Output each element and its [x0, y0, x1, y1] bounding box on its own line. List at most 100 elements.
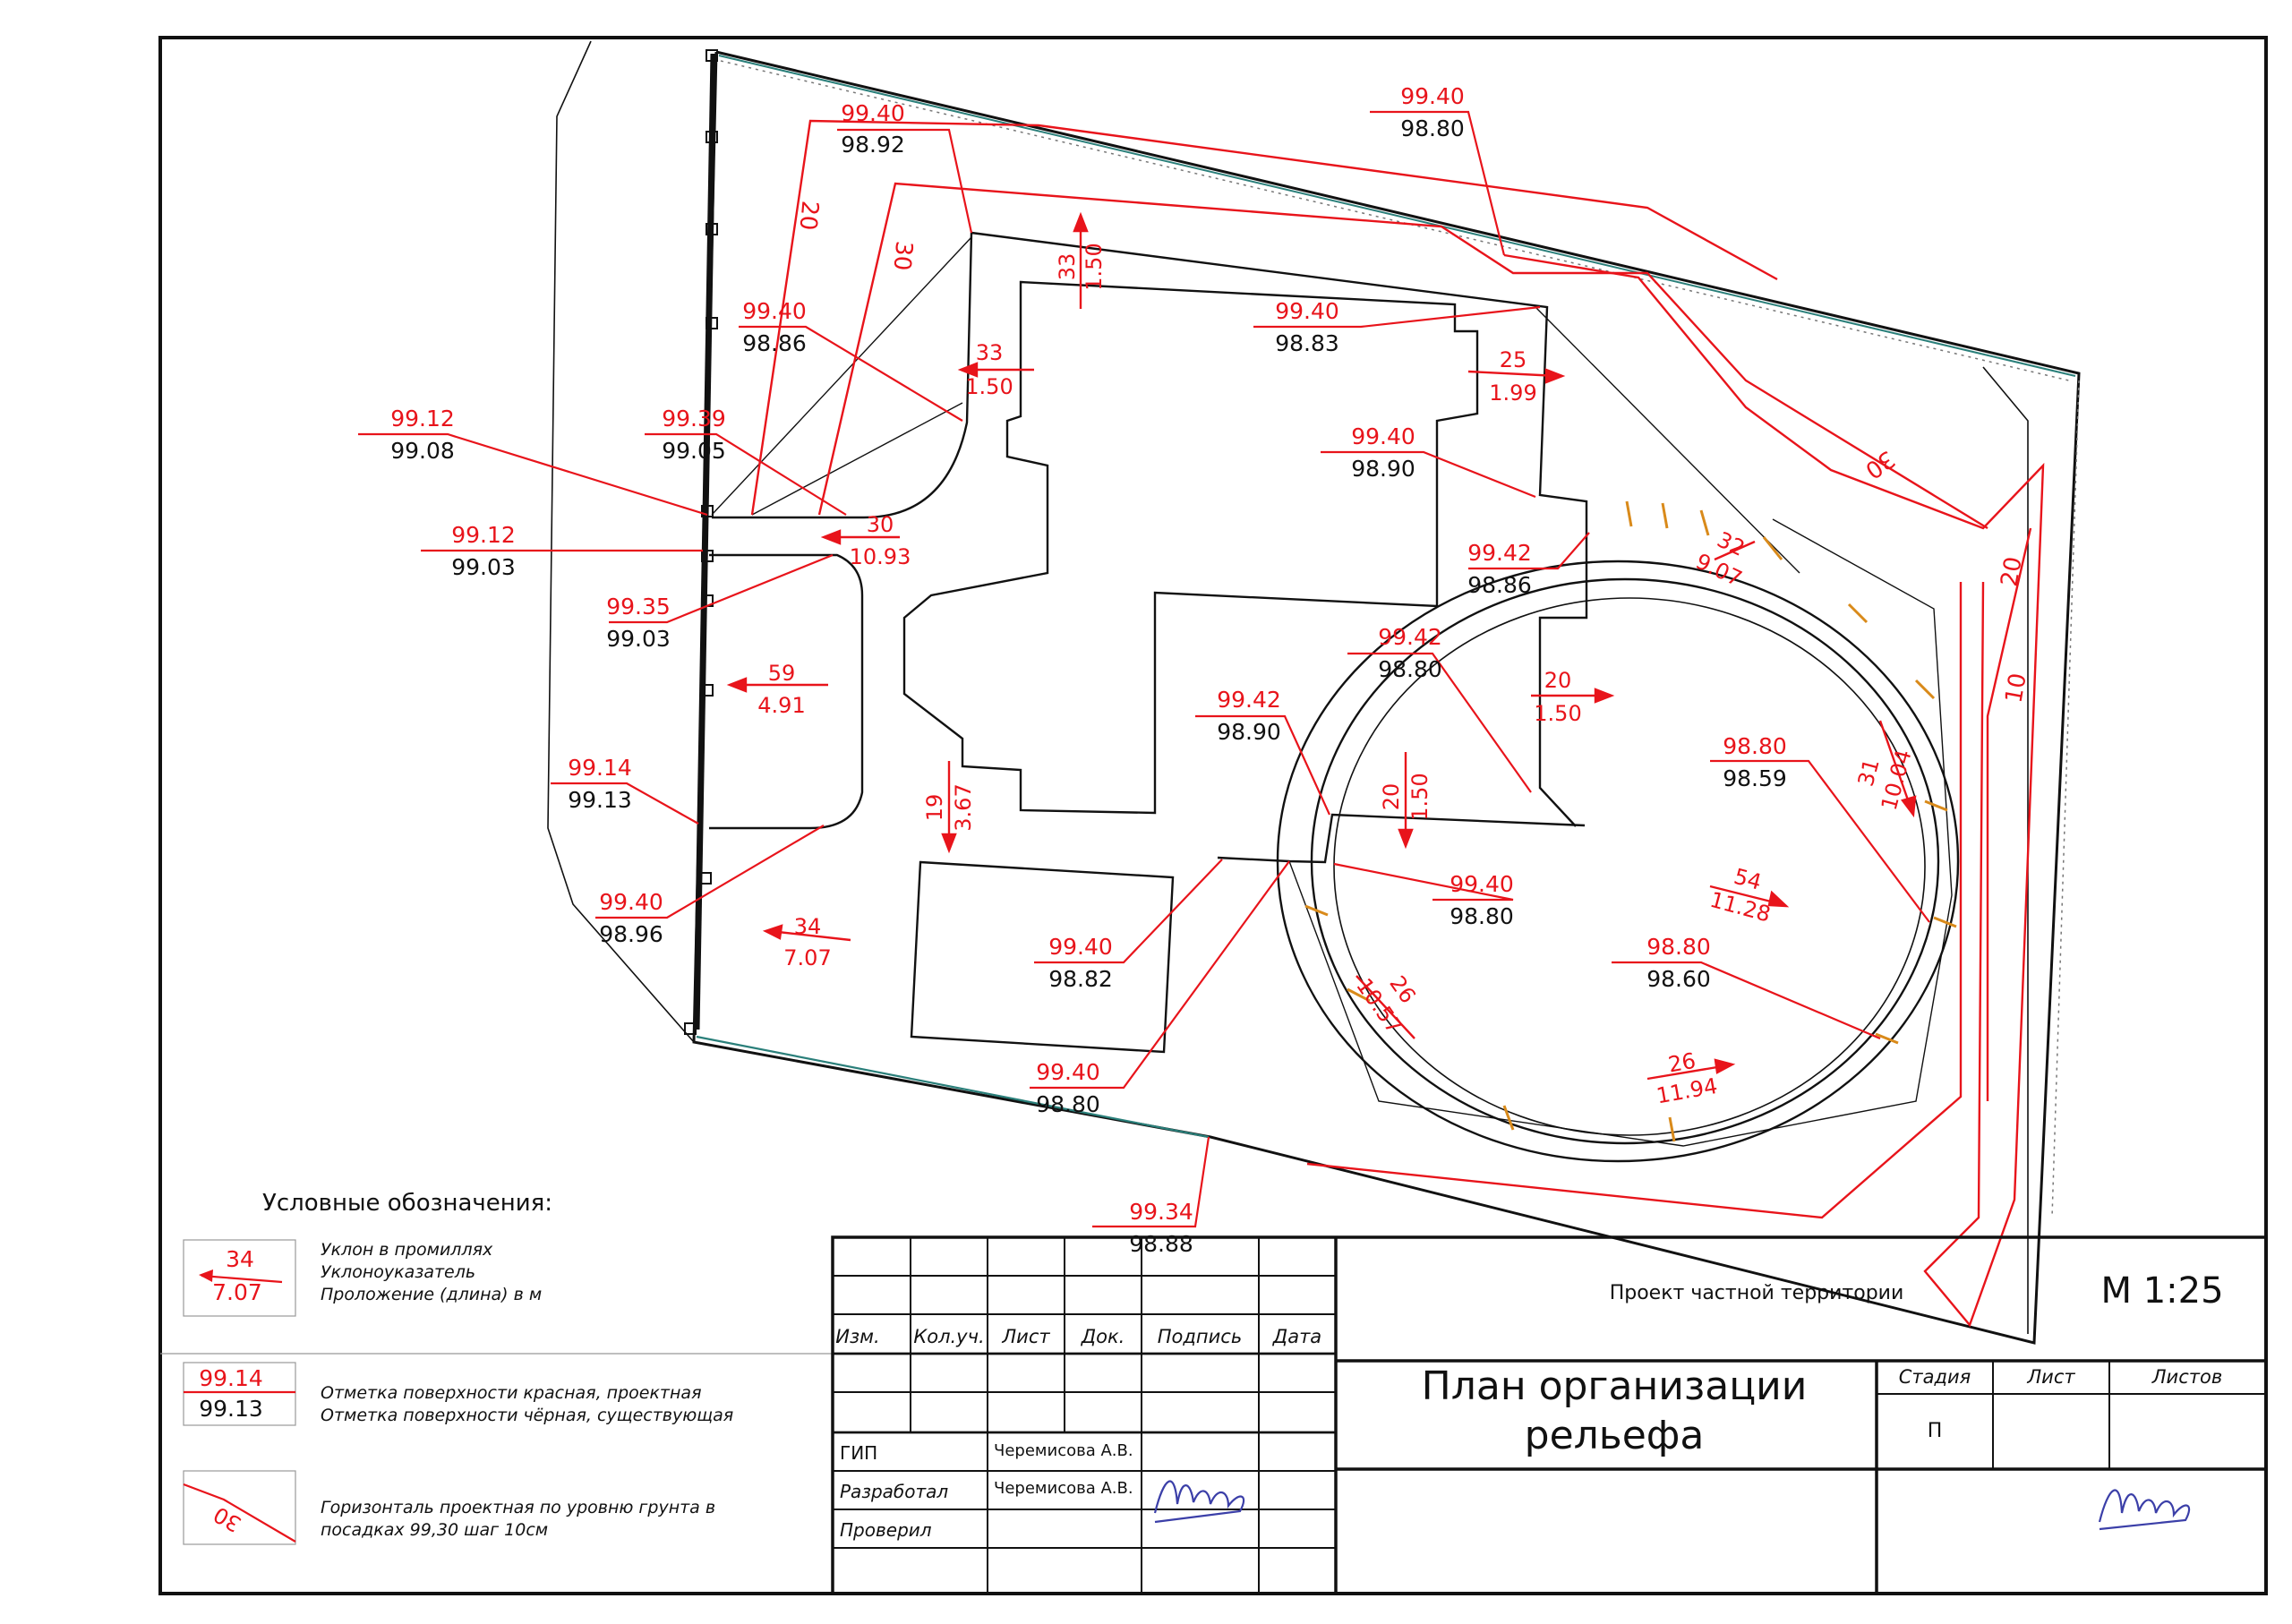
legend-slope-line: Проложение (длина) в м [321, 1285, 542, 1304]
svg-text:99.13: 99.13 [568, 787, 632, 813]
header-stadiya: Стадия [1899, 1366, 1971, 1388]
svg-text:99.40: 99.40 [841, 100, 905, 126]
svg-text:30: 30 [867, 512, 894, 537]
svg-text:1.50: 1.50 [1082, 243, 1107, 290]
svg-text:99.03: 99.03 [606, 626, 671, 652]
name-gip: Черемисова А.В. [994, 1441, 1133, 1460]
slope-ticks [1304, 500, 1957, 1142]
svg-text:99.40: 99.40 [1450, 871, 1514, 897]
pond-ring [1333, 597, 1926, 1136]
contour-label: 20 [794, 200, 824, 232]
contour-10-right [1986, 527, 2032, 1101]
legend-slope-length: 7.07 [212, 1279, 262, 1305]
svg-text:1.50: 1.50 [965, 374, 1013, 399]
svg-text:31: 31 [1853, 756, 1885, 790]
fence-posts [684, 49, 718, 1035]
boundary-dotted [720, 60, 2074, 382]
legend-elev-existing: 99.13 [199, 1396, 263, 1422]
sheet-title-line-2: рельефа [1525, 1413, 1705, 1458]
terrain-edge-left [547, 40, 695, 1043]
svg-text:99.40: 99.40 [1275, 298, 1339, 324]
left-terrace [709, 553, 864, 830]
svg-text:99.12: 99.12 [451, 522, 516, 548]
stage-value: П [1928, 1420, 1943, 1442]
svg-text:20: 20 [1544, 668, 1572, 693]
svg-text:98.80: 98.80 [1378, 656, 1442, 682]
svg-text:99.34: 99.34 [1129, 1199, 1193, 1225]
driveway-edge [1217, 813, 1586, 864]
fence-line [693, 53, 717, 1030]
svg-text:99.42: 99.42 [1217, 687, 1281, 713]
legend-slope-line: Уклон в промиллях [321, 1240, 493, 1260]
contour-30-left [817, 182, 1988, 530]
elev-point: 98.80 98.59 [1723, 733, 1787, 791]
legend-title: Условные обозначения: [262, 1190, 552, 1217]
legend-elev-line: Отметка поверхности чёрная, существующая [321, 1406, 733, 1425]
contour-label: 30 [888, 240, 918, 272]
diag-right [1535, 306, 1800, 574]
svg-text:98.80: 98.80 [1723, 733, 1787, 759]
road-bottom [696, 1035, 1210, 1139]
pond-outer [1276, 560, 1960, 1163]
svg-text:3.67: 3.67 [951, 783, 976, 831]
svg-text:99.40: 99.40 [1048, 934, 1113, 960]
svg-text:99.42: 99.42 [1378, 624, 1442, 650]
slope-label: 594.91 [757, 661, 805, 718]
svg-text:99.35: 99.35 [606, 594, 671, 620]
slope-label: 347.07 [783, 914, 831, 970]
contour-20-left [750, 119, 1778, 516]
svg-text:33: 33 [976, 340, 1004, 365]
svg-text:98.96: 98.96 [599, 921, 663, 947]
svg-text:99.40: 99.40 [1036, 1059, 1100, 1085]
elev-point: 99.42 98.80 [1378, 624, 1442, 682]
svg-text:99.05: 99.05 [662, 438, 726, 464]
boundary-teal [718, 55, 2076, 377]
svg-text:1.50: 1.50 [1407, 773, 1432, 820]
svg-text:98.80: 98.80 [1400, 115, 1465, 141]
contour-label: 30 [1860, 445, 1899, 484]
svg-text:34: 34 [794, 914, 822, 939]
svg-text:98.90: 98.90 [1351, 456, 1415, 482]
pond-inner [1310, 577, 1940, 1145]
svg-text:98.59: 98.59 [1723, 765, 1787, 791]
leader-lines [358, 110, 1930, 1228]
slope-label: 329.07 [1692, 527, 1749, 592]
sheet-title-line-1: План организации [1422, 1363, 1808, 1409]
header-izm: Изм. [835, 1326, 879, 1347]
svg-text:98.80: 98.80 [1646, 934, 1711, 960]
site-geometry [547, 40, 2081, 1345]
boundary-right-dotted [2051, 380, 2080, 1218]
signature-mark [2098, 1489, 2191, 1531]
legend-contour-line: Горизонталь проектная по уровню грунта в [321, 1498, 715, 1517]
legend-elev-design: 99.14 [199, 1365, 263, 1391]
path-right [1982, 366, 2029, 1334]
svg-text:98.86: 98.86 [1467, 572, 1532, 598]
svg-text:99.40: 99.40 [1400, 83, 1465, 109]
svg-text:20: 20 [1379, 783, 1404, 811]
legend-slope-grade: 34 [226, 1246, 254, 1272]
header-dok: Док. [1081, 1326, 1125, 1347]
svg-text:99.40: 99.40 [1351, 423, 1415, 449]
title-block [831, 1235, 2268, 1595]
diag-left-1 [711, 236, 972, 516]
